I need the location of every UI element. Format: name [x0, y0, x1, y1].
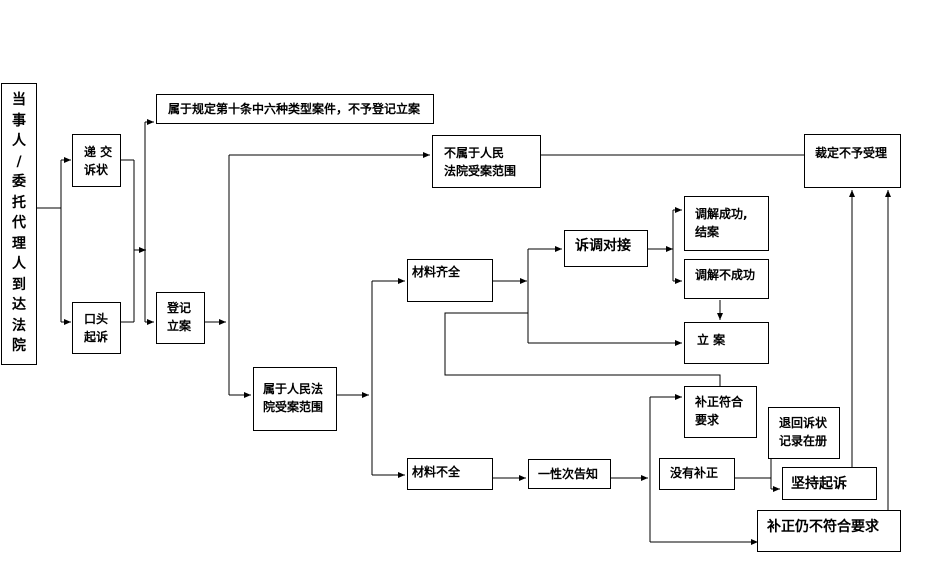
supplement-still-bad-label: 补正仍不符合要求	[767, 519, 879, 535]
return-record-node: 退回诉状 记录在册	[768, 407, 840, 459]
no-supplement-label: 没有补正	[670, 466, 719, 480]
party-label: 当 事 人 / 委 托 代 理 人 到 达 法 院	[12, 92, 26, 354]
insist-suit-node: 坚持起诉	[782, 467, 877, 500]
supplement-ok-label: 补正符合 要求	[695, 395, 744, 427]
supplement-still-bad-node: 补正仍不符合要求	[757, 510, 901, 552]
mediation-link-node: 诉调对接	[564, 230, 648, 267]
not-in-scope-label: 不属于人民 法院受案范围	[444, 146, 517, 178]
mediation-link-label: 诉调对接	[575, 238, 631, 254]
in-scope-node: 属于人民法 院受案范围	[253, 367, 337, 431]
six-types-label: 属于规定第十条中六种类型案件，不予登记立案	[168, 102, 421, 116]
return-record-label: 退回诉状 记录在册	[779, 416, 828, 448]
mediation-fail-node: 调解不成功	[684, 259, 769, 299]
supplement-ok-node: 补正符合 要求	[684, 386, 757, 438]
six-types-node: 属于规定第十条中六种类型案件，不予登记立案	[156, 94, 434, 124]
mediation-success-label: 调解成功, 结案	[695, 207, 748, 239]
file-case-label: 立 案	[697, 333, 726, 347]
oral-complaint-node: 口头 起诉	[72, 302, 121, 354]
oral-complaint-label: 口头 起诉	[84, 312, 109, 344]
register-node: 登记 立案	[156, 292, 205, 344]
reject-ruling-label: 裁定不予受理	[815, 146, 888, 160]
one-time-notice-label: 一性次告知	[538, 467, 599, 481]
in-scope-label: 属于人民法 院受案范围	[263, 382, 324, 414]
mediation-fail-label: 调解不成功	[695, 268, 756, 282]
materials-complete-node: 材料齐全	[407, 259, 493, 302]
insist-suit-label: 坚持起诉	[791, 476, 847, 492]
party-node: 当 事 人 / 委 托 代 理 人 到 达 法 院	[1, 83, 37, 365]
materials-incomplete-label: 材料不全	[412, 465, 461, 479]
one-time-notice-node: 一性次告知	[528, 459, 611, 489]
submit-complaint-node: 递 交 诉状	[72, 134, 121, 187]
reject-ruling-node: 裁定不予受理	[804, 134, 901, 188]
materials-incomplete-node: 材料不全	[407, 458, 493, 490]
not-in-scope-node: 不属于人民 法院受案范围	[432, 135, 541, 188]
mediation-success-node: 调解成功, 结案	[684, 196, 769, 251]
file-case-node: 立 案	[684, 322, 769, 364]
connector	[444, 312, 721, 386]
materials-complete-label: 材料齐全	[412, 265, 461, 279]
register-label: 登记 立案	[167, 301, 192, 333]
submit-complaint-label: 递 交 诉状	[84, 145, 113, 177]
no-supplement-node: 没有补正	[659, 458, 735, 490]
